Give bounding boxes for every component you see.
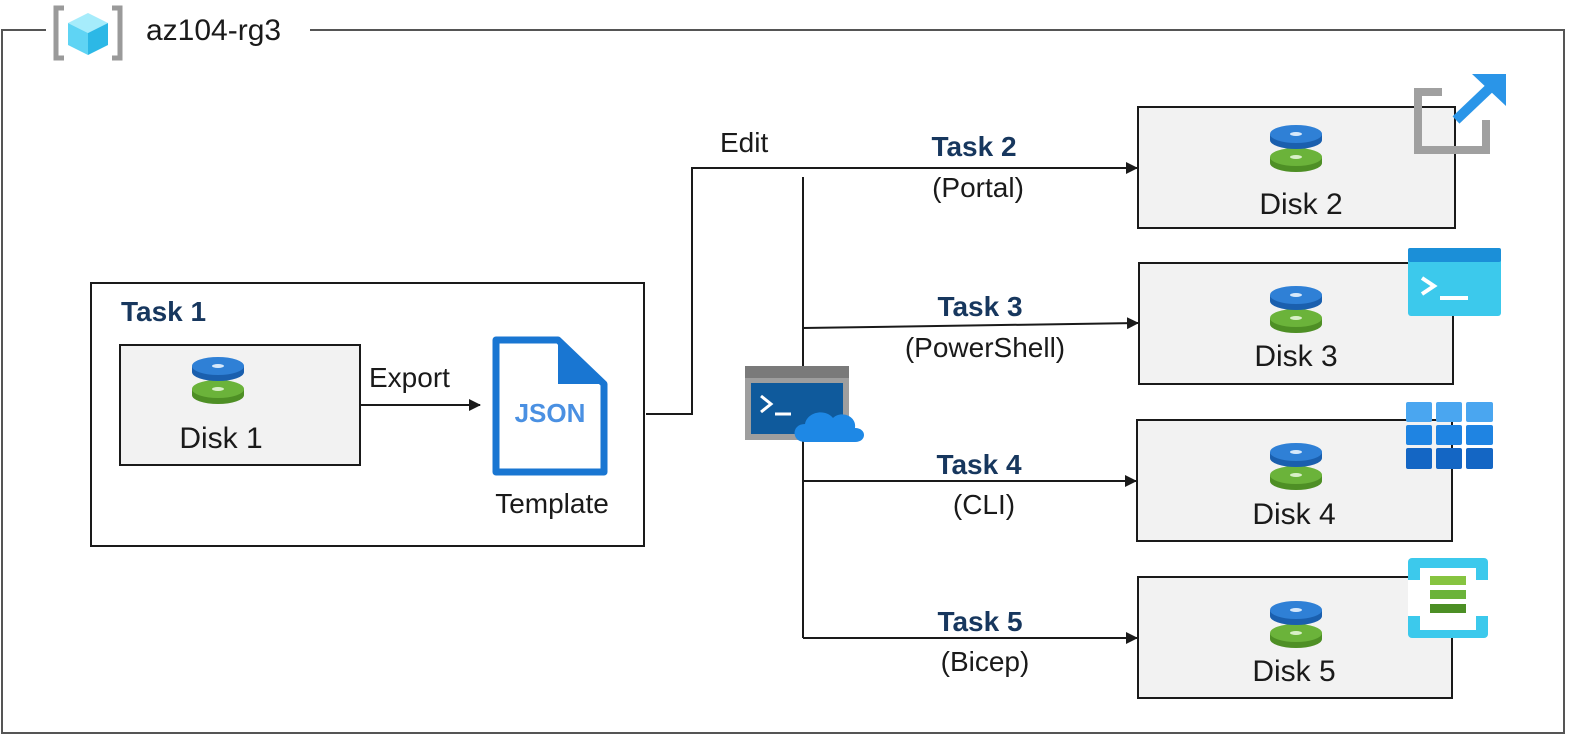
disk1-label: Disk 1 bbox=[179, 422, 263, 455]
task3-arrow bbox=[802, 317, 1139, 330]
cloud-shell-icon bbox=[745, 366, 864, 442]
bicep-icon bbox=[1408, 558, 1488, 638]
disk5-icon bbox=[1270, 601, 1322, 648]
edit-arrow-task2 bbox=[646, 162, 1138, 415]
disk3-icon bbox=[1270, 286, 1322, 333]
disk1-icon bbox=[192, 357, 244, 404]
json-icon-text: JSON bbox=[515, 398, 586, 428]
resource-group-frame bbox=[1, 29, 1565, 734]
edit-label: Edit bbox=[720, 127, 769, 158]
cli-grid-icon bbox=[1406, 402, 1493, 469]
json-template-icon: JSON bbox=[492, 336, 608, 476]
disk4-icon bbox=[1270, 443, 1322, 490]
task1-heading: Task 1 bbox=[121, 296, 207, 327]
resource-group-title: az104-rg3 bbox=[146, 14, 282, 47]
disk4-label: Disk 4 bbox=[1252, 498, 1336, 531]
export-label: Export bbox=[369, 362, 450, 393]
task4-method: (CLI) bbox=[952, 489, 1016, 520]
task2-heading: Task 2 bbox=[931, 131, 1017, 162]
task4-heading: Task 4 bbox=[936, 449, 1022, 480]
task2-method: (Portal) bbox=[932, 172, 1024, 203]
disk2-icon bbox=[1270, 125, 1322, 172]
template-label: Template bbox=[495, 488, 609, 519]
resource-group-icon bbox=[53, 5, 123, 61]
task3-heading: Task 3 bbox=[937, 291, 1023, 322]
disk2-label: Disk 2 bbox=[1259, 188, 1343, 221]
task5-heading: Task 5 bbox=[937, 606, 1023, 637]
disk3-label: Disk 3 bbox=[1254, 340, 1338, 373]
powershell-icon bbox=[1408, 248, 1501, 316]
portal-link-icon bbox=[1414, 74, 1506, 154]
disk5-label: Disk 5 bbox=[1252, 655, 1336, 688]
task5-method: (Bicep) bbox=[940, 646, 1030, 677]
task3-method: (PowerShell) bbox=[904, 332, 1066, 363]
